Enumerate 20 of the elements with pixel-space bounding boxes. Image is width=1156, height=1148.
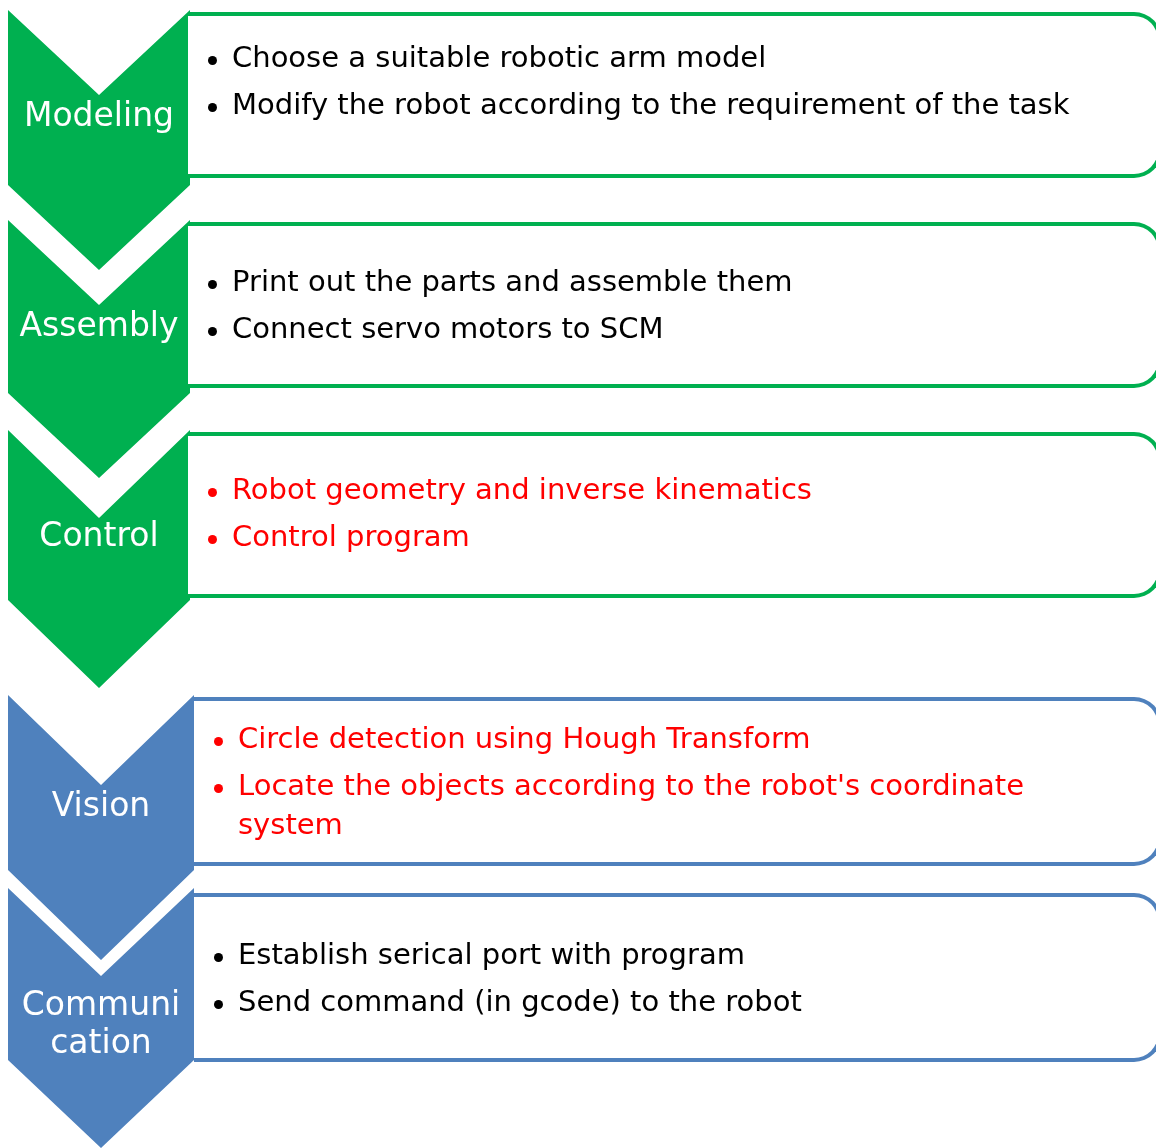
bullet-item: Robot geometry and inverse kinematics — [232, 472, 812, 506]
step-details-panel — [194, 697, 1156, 866]
step-details-panel — [188, 432, 1156, 598]
bullet-item: Establish serical port with program — [238, 937, 745, 971]
bullet-item: Circle detection using Hough Transform — [238, 721, 811, 755]
step-label: Modeling — [22, 96, 176, 134]
bullet-item: Connect servo motors to SCM — [232, 311, 664, 346]
step-details-panel — [194, 893, 1156, 1062]
step-label: Assembly — [18, 306, 180, 344]
bullet-item: Locate the objects according to the robot's coordinate system — [238, 768, 1024, 842]
step-details-panel — [188, 12, 1156, 178]
step-details-panel — [188, 222, 1156, 388]
bullet-item: Send command (in gcode) to the robot — [238, 984, 802, 1019]
step-label: Communi cation — [20, 985, 182, 1061]
bullet-item: Choose a suitable robotic arm model — [232, 40, 767, 74]
bullet-item: Control program — [232, 519, 470, 554]
bullet-item: Modify the robot according to the requirement of the task — [232, 87, 1070, 122]
step-label: Vision — [50, 786, 152, 824]
step-label: Control — [38, 516, 160, 554]
bullet-item: Print out the parts and assemble them — [232, 264, 793, 298]
